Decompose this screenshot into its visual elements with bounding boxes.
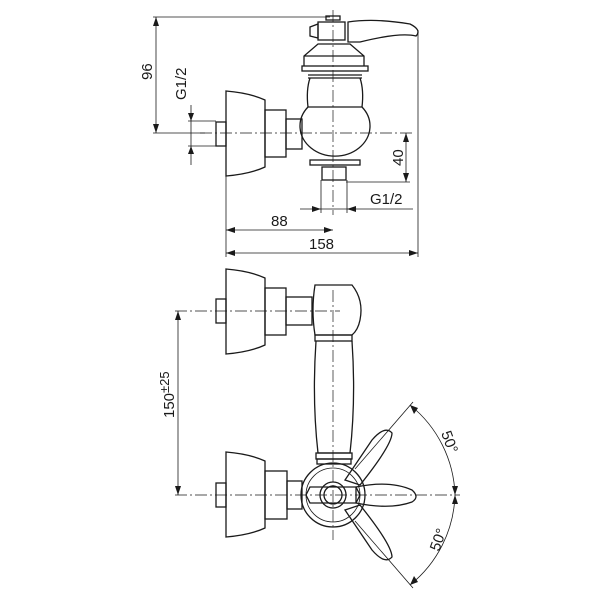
dim-label-88: 88 xyxy=(271,213,288,230)
dim-label-angle-lower: 50° xyxy=(427,526,451,553)
inlet-nut xyxy=(215,121,227,147)
upper-body-ball xyxy=(312,284,362,336)
lower-connector xyxy=(286,480,303,510)
handle-hub xyxy=(317,21,346,41)
front-view: 150±25 50° 50° xyxy=(157,268,461,589)
handle-lever xyxy=(355,483,417,507)
extension-line xyxy=(354,520,414,589)
extension-line xyxy=(354,401,414,470)
handle-lower-position xyxy=(343,504,393,561)
body-ring xyxy=(309,159,361,166)
column-ring-top xyxy=(314,334,353,342)
flange-collar xyxy=(264,109,287,158)
dim-label-150: 150 xyxy=(161,393,178,418)
handle-lever xyxy=(347,19,419,43)
column-ring-bottom xyxy=(315,452,353,460)
upper-connector xyxy=(285,296,313,326)
side-view: 96 G1/2 40 G1/2 88 158 xyxy=(139,10,419,257)
valve-rosette xyxy=(300,462,366,528)
handle-screw xyxy=(309,23,319,39)
dim-label-inlet-thread: G1/2 xyxy=(173,67,190,100)
valve-body-sphere xyxy=(299,106,371,157)
dim-label-158: 158 xyxy=(309,236,334,253)
upper-collar xyxy=(264,287,287,336)
spindle-inner xyxy=(323,485,343,505)
dim-label-150-group: 150±25 xyxy=(157,371,178,418)
bonnet-cap xyxy=(303,43,365,66)
dim-label-outlet-thread: G1/2 xyxy=(370,191,403,208)
upper-wall-flange xyxy=(225,268,266,355)
dim-label-angle-upper: 50° xyxy=(437,429,461,456)
lower-wall-flange xyxy=(225,451,266,538)
dim-label-40: 40 xyxy=(390,149,407,166)
connector xyxy=(285,118,303,150)
column-ring-bottom-2 xyxy=(316,458,352,465)
handle-upper-position xyxy=(343,429,393,486)
arrow-icon xyxy=(312,206,356,212)
dim-label-96: 96 xyxy=(139,63,156,80)
wall-flange xyxy=(225,90,266,177)
bonnet-flange xyxy=(301,65,369,72)
outlet-nut xyxy=(321,166,347,181)
dim-label-tolerance: ±25 xyxy=(157,371,172,393)
handle-top xyxy=(325,15,341,21)
body-column xyxy=(313,340,355,454)
valve-neck xyxy=(306,74,364,108)
spindle-outer xyxy=(319,481,347,509)
